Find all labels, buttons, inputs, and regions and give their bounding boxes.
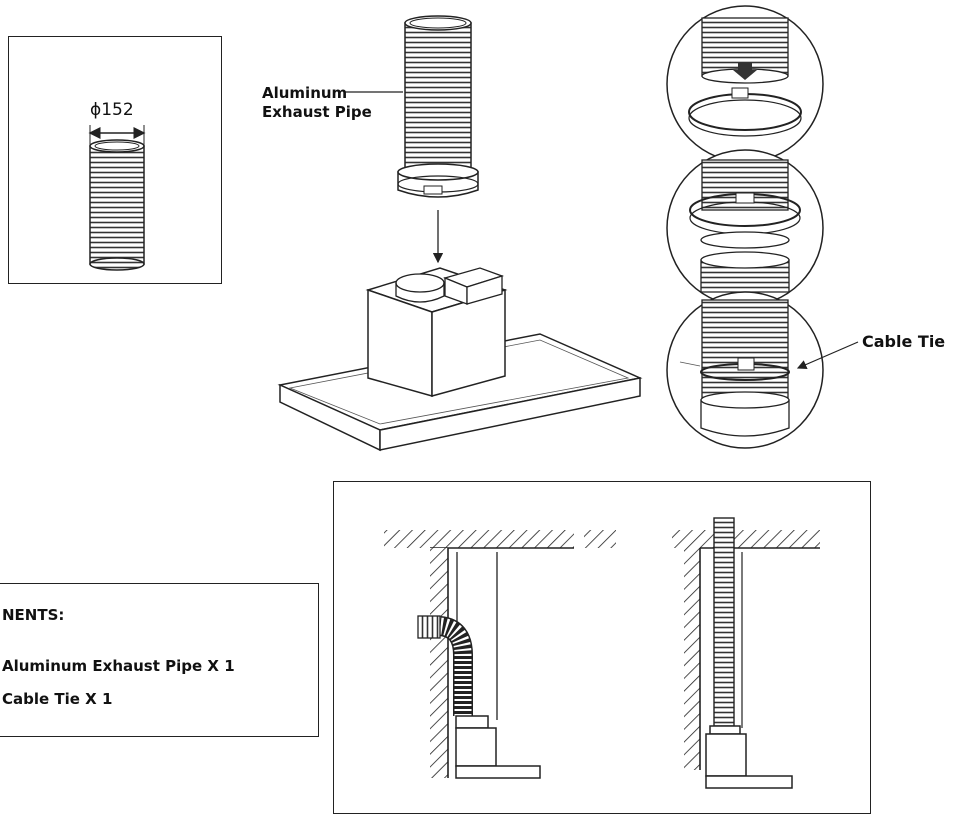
pipe-detail-frame xyxy=(8,36,222,284)
pipe-label: Aluminum Exhaust Pipe xyxy=(262,84,372,122)
components-heading: NENTS: xyxy=(2,606,65,624)
diameter-label: ϕ152 xyxy=(90,100,134,120)
component-item-cable-tie: Cable Tie X 1 xyxy=(2,690,113,708)
range-hood-drawing xyxy=(277,267,643,452)
pipe-label-line2: Exhaust Pipe xyxy=(262,103,372,121)
step-2-circle xyxy=(666,149,824,307)
pipe-detail-drawing xyxy=(88,125,146,271)
step-3-circle xyxy=(666,291,859,449)
component-item-pipe: Aluminum Exhaust Pipe X 1 xyxy=(2,657,235,675)
step-1-circle xyxy=(666,5,824,163)
cable-tie-label: Cable Tie xyxy=(862,332,946,351)
install-views-frame xyxy=(333,481,871,814)
install-view-right xyxy=(672,517,820,789)
install-view-left xyxy=(384,530,616,779)
components-box xyxy=(0,583,319,737)
pipe-label-line1: Aluminum xyxy=(262,84,348,102)
exhaust-pipe-drawing xyxy=(345,15,479,264)
